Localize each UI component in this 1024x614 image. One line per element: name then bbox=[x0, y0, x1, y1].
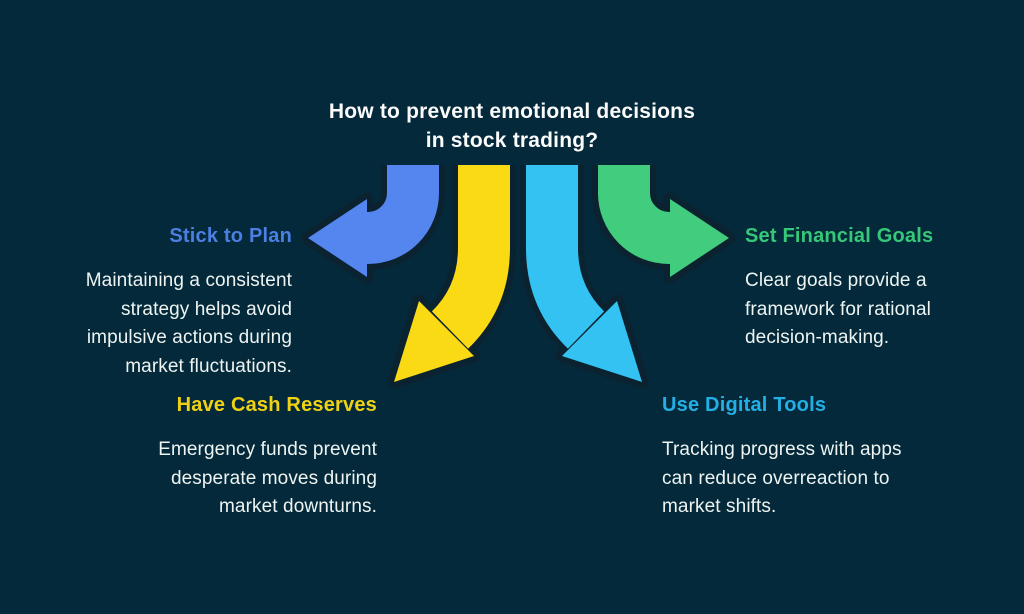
body-line: can reduce overreaction to bbox=[662, 467, 890, 489]
body-line: market downturns. bbox=[219, 496, 377, 517]
body-line: strategy helps avoid bbox=[121, 298, 292, 320]
block-stick-to-plan: Stick to Plan Maintaining a consistent s… bbox=[86, 225, 292, 381]
right-arrow-group bbox=[592, 165, 736, 284]
block-have-cash-reserves: Have Cash Reserves Emergency funds preve… bbox=[158, 394, 377, 522]
body-line: framework for rational bbox=[745, 298, 931, 320]
body-line: Emergency funds prevent bbox=[158, 439, 377, 460]
left-arrow-group bbox=[301, 165, 445, 284]
body-line: Clear goals provide a bbox=[745, 270, 927, 291]
block-set-financial-goals: Set Financial Goals Clear goals provide … bbox=[745, 225, 933, 353]
body-line: impulsive actions during bbox=[86, 327, 292, 348]
down-left-arrowhead-icon bbox=[394, 301, 474, 382]
title-line-1: How to prevent emotional decisions bbox=[328, 100, 696, 123]
title-line-2: in stock trading? bbox=[425, 129, 599, 152]
set-financial-goals-body: Clear goals provide a framework for rati… bbox=[745, 267, 933, 353]
body-line: desperate moves during bbox=[170, 467, 377, 489]
down-right-arrowhead-icon bbox=[562, 301, 642, 382]
down-right-arrow-stem bbox=[526, 165, 605, 349]
use-digital-tools-heading: Use Digital Tools bbox=[662, 394, 827, 416]
left-arrowhead-icon bbox=[308, 199, 367, 277]
down-left-arrow-stem bbox=[431, 165, 510, 349]
page-title: How to prevent emotional decisions in st… bbox=[0, 97, 1024, 155]
stick-to-plan-body: Maintaining a consistent strategy helps … bbox=[86, 267, 292, 381]
down-right-arrow-group bbox=[520, 165, 649, 389]
down-left-arrow-group bbox=[387, 165, 516, 389]
left-arrow-stem bbox=[366, 165, 439, 264]
block-use-digital-tools: Use Digital Tools Tracking progress with… bbox=[662, 394, 902, 522]
body-line: decision-making. bbox=[745, 327, 890, 348]
have-cash-reserves-heading: Have Cash Reserves bbox=[176, 394, 377, 416]
body-line: Tracking progress with apps bbox=[662, 439, 902, 460]
body-line: market shifts. bbox=[662, 496, 777, 517]
body-line: Maintaining a consistent bbox=[85, 270, 292, 291]
have-cash-reserves-body: Emergency funds prevent desperate moves … bbox=[158, 436, 377, 522]
right-arrowhead-icon bbox=[670, 199, 729, 277]
stick-to-plan-heading: Stick to Plan bbox=[169, 225, 292, 247]
body-line: market fluctuations. bbox=[125, 355, 292, 377]
use-digital-tools-body: Tracking progress with apps can reduce o… bbox=[662, 436, 902, 522]
set-financial-goals-heading: Set Financial Goals bbox=[745, 225, 934, 247]
right-arrow-stem bbox=[598, 165, 671, 264]
